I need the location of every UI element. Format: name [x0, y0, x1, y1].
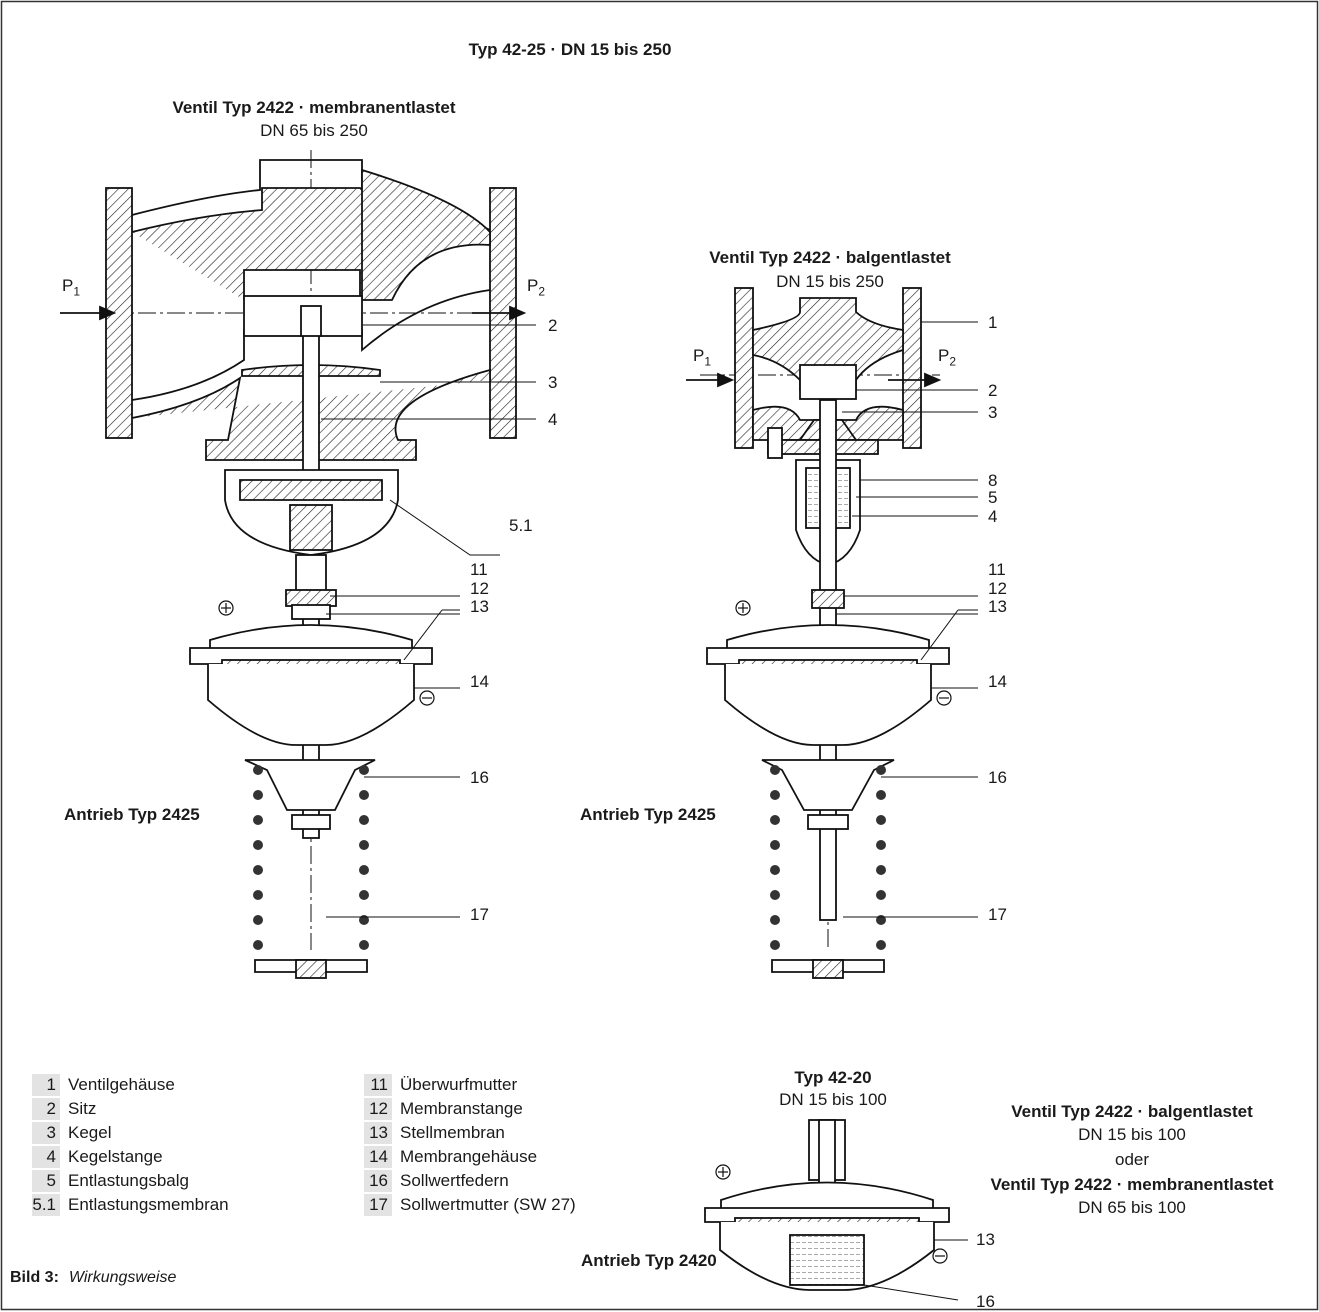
left-callout-4: 4: [548, 410, 558, 429]
right-callout-4: 4: [988, 507, 998, 526]
right-valve-drawing: [686, 287, 950, 979]
legend-label: Sitz: [68, 1099, 97, 1118]
legend-num: 11: [364, 1074, 392, 1096]
pressure-symbols: [218, 600, 952, 1264]
legend-label: Ventilgehäuse: [68, 1075, 175, 1094]
legend-label: Entlastungsbalg: [68, 1171, 189, 1190]
legend-num: 4: [32, 1146, 60, 1168]
legend-label: Sollwertfedern: [400, 1171, 509, 1190]
right-callout-5: 5: [988, 488, 998, 507]
right-callout-12: 12: [988, 579, 1007, 598]
legend-num: 5.1: [32, 1194, 60, 1216]
legend-num: 1: [32, 1074, 60, 1096]
left-callout-2: 2: [548, 316, 558, 335]
small-actuator-drawing: [704, 1119, 950, 1291]
right-callout-16: 16: [988, 768, 1007, 787]
left-callout-12: 12: [470, 579, 489, 598]
legend-label: Entlastungsmembran: [68, 1195, 229, 1214]
right-callout-11: 11: [988, 560, 1006, 579]
right-valve-title: Ventil Typ 2422 · balgentlastet: [709, 248, 951, 267]
left-callout-5-1: 5.1: [509, 516, 533, 535]
left-valve-drawing: [60, 150, 527, 979]
right-inlet-sub: 1: [704, 354, 712, 369]
legend-num: 12: [364, 1098, 392, 1120]
legend-num: 16: [364, 1170, 392, 1192]
small-actuator-label: Antrieb Typ 2420: [581, 1251, 717, 1270]
left-inlet-label: P1: [62, 276, 81, 299]
caption-text: Wirkungsweise: [68, 1269, 177, 1286]
left-callout-13: 13: [470, 597, 489, 616]
legend-label: Sollwertmutter (SW 27): [400, 1195, 576, 1214]
right-callout-14: 14: [988, 672, 1007, 691]
small-type-range: DN 15 bis 100: [779, 1090, 887, 1109]
right-outlet-sub: 2: [949, 354, 957, 369]
right-valve-range: DN 15 bis 250: [776, 272, 884, 291]
right-callout-1: 1: [988, 313, 998, 332]
legend-label: Überwurfmutter: [400, 1075, 518, 1094]
note-title-diaphragm: Ventil Typ 2422 · membranentlastet: [990, 1175, 1274, 1194]
left-callout-3: 3: [548, 373, 558, 392]
figure-caption: Bild 3: Wirkungsweise: [10, 1269, 176, 1287]
small-callout-16: 16: [976, 1292, 995, 1311]
small-callout-13: 13: [976, 1230, 995, 1249]
right-inlet-label: P1: [693, 346, 712, 369]
legend-label: Membranstange: [400, 1099, 523, 1118]
caption-label: Bild 3:: [10, 1269, 59, 1286]
legend-label: Kegel: [68, 1123, 112, 1142]
legend-label: Kegelstange: [68, 1147, 163, 1166]
left-callout-11: 11: [470, 560, 488, 579]
left-callout-17: 17: [470, 905, 489, 924]
right-callout-2: 2: [988, 381, 998, 400]
left-callout-16: 16: [470, 768, 489, 787]
left-actuator-label: Antrieb Typ 2425: [64, 805, 200, 824]
right-actuator-label: Antrieb Typ 2425: [580, 805, 716, 824]
left-inlet-sub: 1: [73, 284, 81, 299]
note-or: oder: [1114, 1150, 1150, 1169]
legend-num: 5: [32, 1170, 60, 1192]
legend-num: 14: [364, 1146, 392, 1168]
legend-num: 2: [32, 1098, 60, 1120]
left-outlet-sub: 2: [538, 284, 546, 299]
legend-num: 3: [32, 1122, 60, 1144]
right-callout-13: 13: [988, 597, 1007, 616]
right-callout-8: 8: [988, 471, 998, 490]
note-range-bellows: DN 15 bis 100: [1078, 1125, 1186, 1144]
legend-label: Stellmembran: [400, 1123, 505, 1142]
note-range-diaphragm: DN 65 bis 100: [1078, 1198, 1186, 1217]
left-valve-title: Ventil Typ 2422 · membranentlastet: [172, 98, 456, 117]
left-outlet-label: P2: [527, 276, 546, 299]
note-title-bellows: Ventil Typ 2422 · balgentlastet: [1011, 1102, 1253, 1121]
small-type-title: Typ 42-20: [794, 1068, 872, 1087]
right-callout-17: 17: [988, 905, 1007, 924]
right-callout-3: 3: [988, 403, 998, 422]
legend-num: 13: [364, 1122, 392, 1144]
figure-title: Typ 42-25 · DN 15 bis 250: [468, 40, 672, 59]
legend-label: Membrangehäuse: [400, 1147, 538, 1166]
legend-num: 17: [364, 1194, 392, 1216]
left-callout-14: 14: [470, 672, 489, 691]
right-outlet-label: P2: [938, 346, 957, 369]
left-valve-range: DN 65 bis 250: [260, 121, 368, 140]
